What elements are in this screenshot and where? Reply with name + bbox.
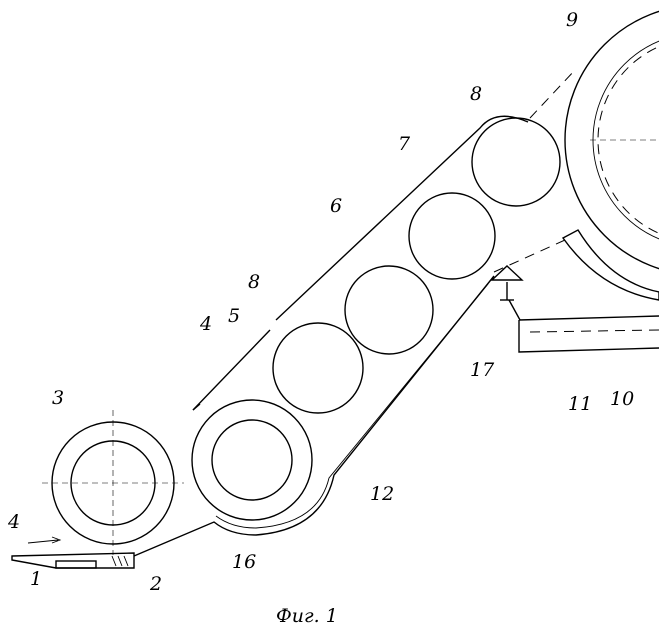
roller-6 [344,265,434,355]
large-drum [564,10,659,270]
label-9: 9 [566,9,578,31]
label-3: 3 [52,387,64,409]
label-1: 1 [30,568,42,590]
lower-tangent-dash [493,239,566,273]
conveyor-left-edge [192,403,201,411]
label-8-mid: 8 [248,271,260,293]
label-6: 6 [330,195,342,217]
roller-7 [408,192,496,280]
label-4: 4 [199,313,212,335]
label-5: 5 [228,305,240,327]
roller-3 [42,410,184,555]
label-11: 11 [568,393,592,415]
drum-shoe [561,229,659,301]
label-12: 12 [370,483,394,505]
tensioner [490,265,524,321]
upper-tangent-dash [529,69,576,119]
conveyor-lower-belt [133,275,495,557]
label-10: 10 [610,388,634,410]
label-7: 7 [398,133,411,155]
lever-arm [518,315,659,353]
label-17: 17 [470,359,495,381]
feed-knife [11,552,135,569]
conveyor-upper-belt [192,329,271,411]
roller-5 [272,322,364,414]
conveyor-upper-belt-2 [275,115,529,321]
roller-8 [471,117,561,207]
figure-caption: Фиг. 1 [276,605,338,623]
label-8: 8 [470,83,482,105]
large-pulley [191,399,313,521]
label-4-left: 4 [7,511,20,533]
conveyor-lower-belt-inner [215,283,489,529]
label-2: 2 [149,573,162,595]
label-16: 16 [232,551,256,573]
feed-arrow [27,536,62,544]
